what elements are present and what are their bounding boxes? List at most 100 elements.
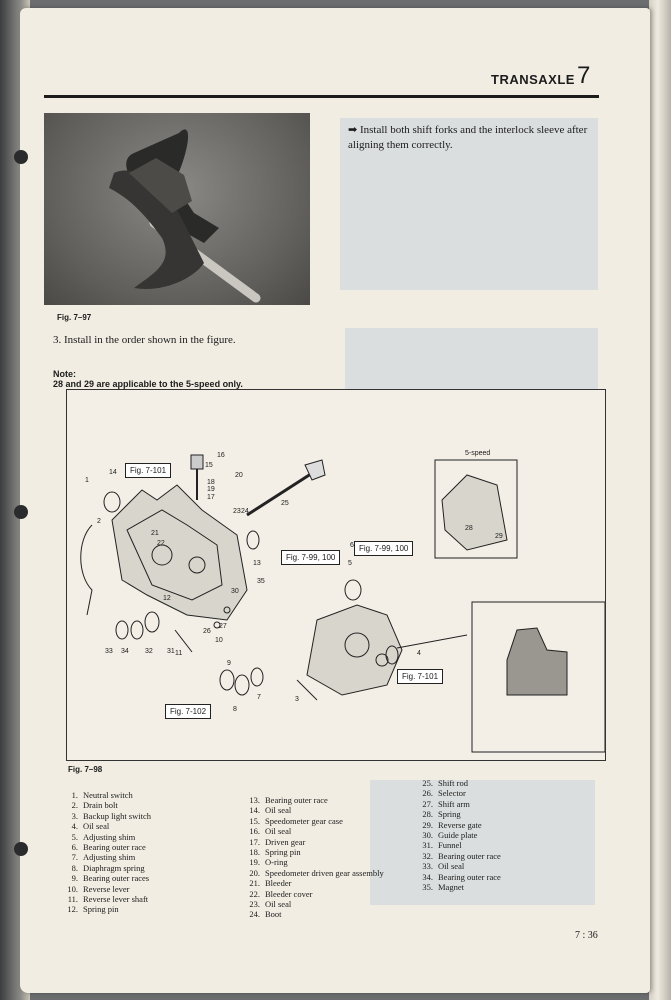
legend-item: 24.Boot — [240, 909, 384, 919]
fig-ref-box: Fig. 7-101 — [397, 669, 444, 684]
legend-label: Backup light switch — [83, 810, 151, 821]
part-callout: 23 — [233, 508, 241, 515]
part-callout: 18 — [207, 479, 215, 486]
part-callout: 16 — [217, 452, 225, 459]
legend-label: Shift rod — [438, 778, 468, 788]
legend-number: 5. — [71, 831, 78, 842]
legend-item: 4.Oil seal — [58, 821, 151, 831]
legend-label: Guide plate — [438, 830, 478, 841]
part-callout: 30 — [231, 588, 239, 595]
five-speed-label: 5-speed — [465, 450, 491, 457]
legend-label: Drain bolt — [83, 800, 118, 811]
shift-fork-photo — [44, 113, 310, 305]
legend-item: 26.Selector — [413, 788, 501, 798]
part-callout: 20 — [235, 472, 243, 479]
legend-label: O-ring — [265, 857, 288, 868]
part-callout: 4 — [417, 650, 421, 657]
legend-number: 21. — [249, 878, 260, 889]
legend-label: Oil seal — [265, 899, 292, 910]
legend-number: 17. — [249, 836, 260, 847]
legend-label: Neutral switch — [83, 790, 133, 800]
figure-caption: Fig. 7–98 — [68, 765, 103, 774]
legend-number: 22. — [249, 888, 260, 899]
legend-item: 14.Oil seal — [240, 805, 384, 815]
legend-item: 5. Adjusting shim — [58, 832, 151, 842]
header-rule — [44, 95, 599, 98]
legend-item: 17. Driven gear — [240, 837, 384, 847]
legend-number: 29. — [422, 819, 433, 830]
legend-number: 11. — [67, 894, 78, 905]
legend-label: Oil seal — [438, 861, 465, 872]
legend-number: 19. — [249, 857, 260, 868]
bleed-through-figure — [340, 118, 598, 290]
part-callout: 26 — [203, 628, 211, 635]
part-callout: 19 — [207, 486, 215, 493]
legend-item: 34.Bearing outer race — [413, 871, 501, 882]
legend-number: 4. — [71, 821, 78, 832]
legend-number: 9. — [71, 873, 78, 884]
legend-label: Bleeder — [265, 878, 292, 889]
legend-number: 25. — [422, 778, 433, 788]
part-callout: 14 — [109, 469, 117, 476]
legend-label: Bearing outer race — [438, 871, 501, 882]
legend-number: 32. — [422, 850, 433, 861]
legend-item: 9.Bearing outer races — [58, 873, 151, 883]
part-callout: 22 — [157, 540, 165, 547]
legend-label: Shift arm — [438, 798, 470, 809]
exploded-diagram: Fig. 7-101 Fig. 7-99, 100 Fig. 7-99, 100… — [66, 389, 606, 761]
part-callout: 7 — [257, 694, 261, 701]
arrow-bullet-icon: ➡ — [348, 124, 358, 136]
legend-number: 12. — [67, 904, 78, 915]
part-callout: 3 — [295, 696, 299, 703]
legend-number: 13. — [249, 795, 260, 805]
legend-item: 12.Spring pin — [58, 904, 151, 914]
part-callout: 9 — [227, 660, 231, 667]
part-callout: 6 — [350, 542, 354, 549]
legend-number: 1. — [71, 790, 78, 800]
legend-label: Adjusting shim — [83, 831, 136, 842]
legend-number: 28. — [422, 809, 433, 820]
legend-label: Bearing outer race — [83, 842, 146, 853]
binder-hole — [14, 842, 28, 856]
legend-item: 1. Neutral switch — [58, 790, 151, 800]
legend-number: 14. — [249, 805, 260, 816]
install-instruction: ➡ Install both shift forks and the inter… — [348, 123, 598, 153]
legend-label: Driven gear — [265, 836, 306, 847]
legend-label: Bearing outer race — [438, 850, 501, 861]
legend-label: Reverse lever shaft — [83, 894, 149, 905]
legend-item: 32. Bearing outer race — [413, 850, 501, 861]
step-three: 3. Install in the order shown in the fig… — [53, 334, 236, 346]
legend-item: 15.Speedometer gear case — [240, 816, 384, 826]
legend-item: 22.Bleeder cover — [240, 889, 384, 899]
binder-hole — [14, 505, 28, 519]
legend-item: 16.Oil seal — [240, 826, 384, 836]
part-callout: 35 — [257, 578, 265, 585]
part-callout: 15 — [205, 462, 213, 469]
legend-label: Adjusting shim — [83, 852, 136, 863]
part-callout: 25 — [281, 500, 289, 507]
part-callout: 11 — [175, 650, 183, 657]
legend-number: 2. — [71, 800, 78, 811]
legend-item: 20.Speedometer driven gear assembly — [240, 868, 383, 878]
legend-item: 23. Oil seal — [240, 899, 384, 909]
part-callout: 21 — [151, 530, 159, 537]
legend-item: 27.Shift arm — [413, 799, 501, 809]
legend-number: 6. — [71, 842, 78, 853]
section-title: TRANSAXLE — [491, 72, 575, 87]
legend-item: 35.Magnet — [413, 882, 501, 892]
part-callout: 13 — [253, 560, 261, 567]
legend-label: Reverse gate — [438, 819, 482, 830]
legend-number: 10. — [67, 883, 78, 894]
legend-number: 23. — [249, 899, 260, 910]
legend-item: 18.Spring pin — [240, 847, 384, 857]
fig-ref-box: Fig. 7-99, 100 — [354, 541, 414, 556]
legend-label: Reverse lever — [83, 883, 130, 894]
legend-item: 25. Shift rod — [413, 778, 501, 788]
legend-item: 11. Reverse lever shaft — [58, 894, 151, 904]
legend-label: Speedometer gear case — [265, 815, 343, 826]
legend-number: 33. — [422, 861, 433, 872]
fig-ref-box: Fig. 7-102 — [165, 704, 212, 719]
